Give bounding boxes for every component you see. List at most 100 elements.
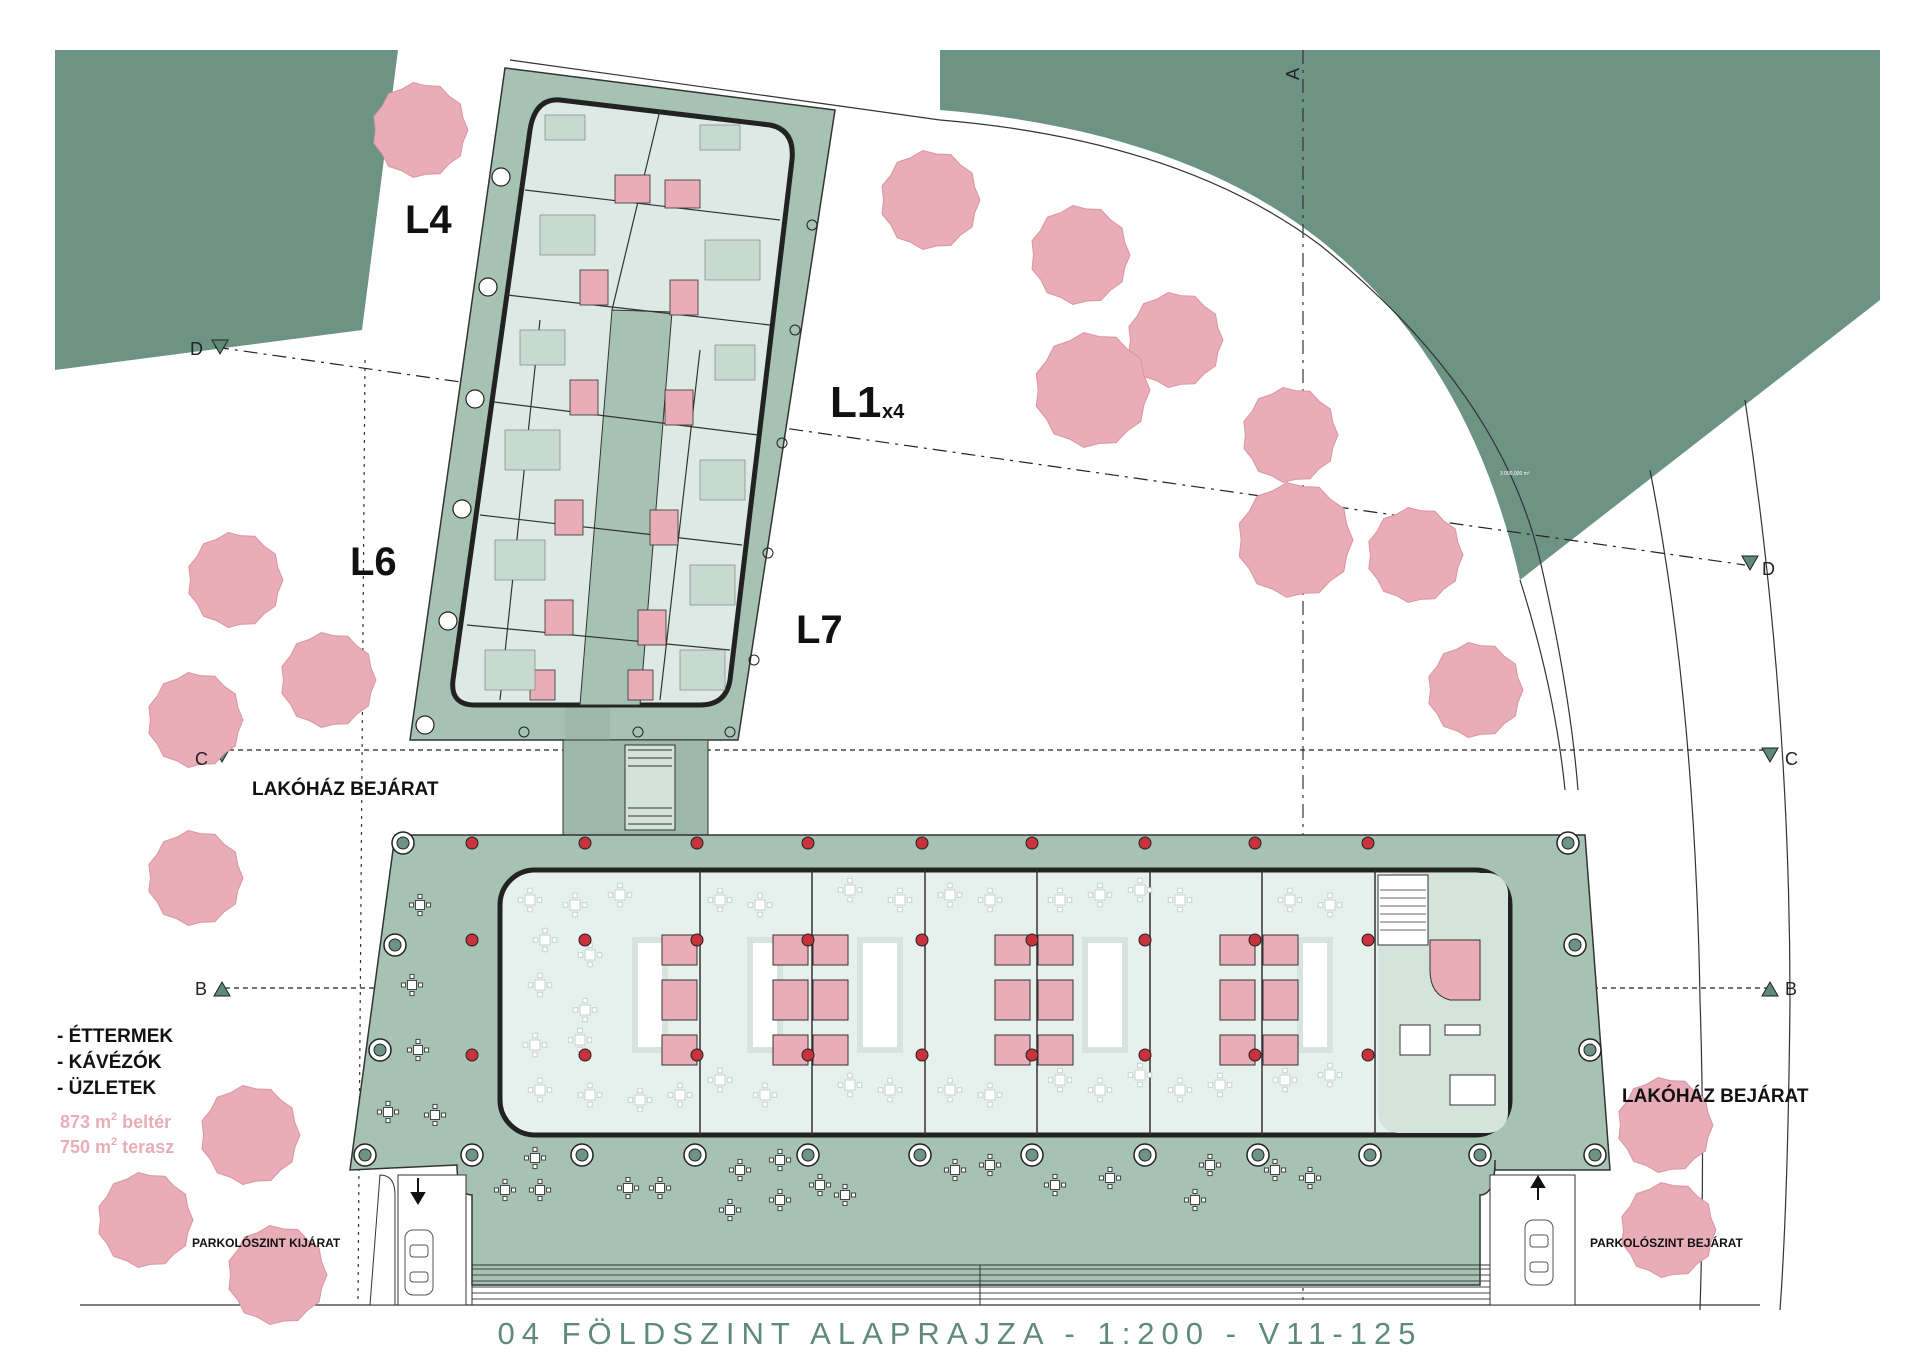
entrance-label-right: LAKÓHÁZ BEJÁRAT	[1622, 1085, 1809, 1107]
section-label-c-left: C	[195, 749, 208, 769]
column-icon	[1025, 836, 1039, 850]
column-icon	[1583, 1143, 1607, 1167]
table-set-icon	[406, 1038, 430, 1062]
table-set-icon	[493, 1178, 517, 1202]
table-set-icon	[667, 1082, 693, 1108]
column-icon	[690, 933, 704, 947]
table-set-icon	[1277, 887, 1303, 913]
table-set-icon	[707, 1067, 733, 1093]
unit-label-l1-multiplier: x4	[882, 401, 905, 423]
column-icon	[391, 831, 415, 855]
column-icon	[353, 831, 1607, 1167]
table-set-icon	[837, 877, 863, 903]
table-set-icon	[1263, 1158, 1287, 1182]
table-set-icon	[977, 887, 1003, 913]
table-set-icon	[747, 892, 773, 918]
column-icon	[796, 1143, 820, 1167]
column-icon	[915, 836, 929, 850]
tree-icon	[281, 631, 377, 729]
table-set-icon	[977, 1082, 1003, 1108]
tree-icon	[1238, 482, 1354, 598]
table-set-icon	[572, 997, 598, 1023]
table-set-icon	[978, 1153, 1002, 1177]
table-set-icon	[943, 1158, 967, 1182]
table-set-icon	[408, 893, 432, 917]
residential-building	[409, 67, 836, 836]
tree-icon	[1243, 386, 1339, 484]
table-set-icon	[562, 892, 588, 918]
table-set-icon	[376, 1100, 400, 1124]
table-set-icon	[1317, 1062, 1343, 1088]
area-note: 3 000,000 m²	[1500, 471, 1530, 477]
column-icon	[1138, 933, 1152, 947]
table-set-icon	[877, 1077, 903, 1103]
table-set-icon	[1198, 1153, 1222, 1177]
table-set-icon	[527, 972, 553, 998]
column-icon	[690, 836, 704, 850]
column-icon	[1358, 1143, 1382, 1167]
column-icon	[1468, 1143, 1492, 1167]
column-icon	[1138, 836, 1152, 850]
column-icon	[915, 1048, 929, 1062]
table-set-icon	[517, 887, 543, 913]
tree-icon	[148, 829, 244, 927]
column-icon	[383, 933, 407, 957]
table-set-icon	[937, 1077, 963, 1103]
table-set-icon	[627, 1087, 653, 1113]
column-icon	[1361, 1048, 1375, 1062]
tree-icon	[1621, 1181, 1717, 1279]
column-icon	[1025, 933, 1039, 947]
table-set-icon	[752, 1082, 778, 1108]
tree-icon	[148, 671, 244, 769]
table-set-icon	[1272, 1067, 1298, 1093]
column-icon	[1133, 1143, 1157, 1167]
column-icon	[1361, 933, 1375, 947]
unit-label-l1: L1	[830, 378, 881, 427]
table-set-icon	[1043, 1173, 1067, 1197]
table-set-icon	[1127, 1062, 1153, 1088]
table-set-icon	[833, 1183, 857, 1207]
tree-icon	[1031, 204, 1131, 306]
entrance-label-left: LAKÓHÁZ BEJÁRAT	[252, 778, 439, 800]
table-set-icon	[517, 877, 1343, 1113]
table-set-icon	[523, 1146, 547, 1170]
column-icon	[1556, 831, 1580, 855]
column-icon	[1578, 1038, 1602, 1062]
table-set-icon	[1167, 887, 1193, 913]
column-icon	[1246, 1143, 1270, 1167]
parking-entry-label: PARKOLÓSZINT BEJÁRAT	[1590, 1235, 1744, 1250]
column-icon	[1138, 1048, 1152, 1062]
table-set-icon	[1047, 1067, 1073, 1093]
table-set-icon	[1047, 887, 1073, 913]
table-set-icon	[728, 1158, 752, 1182]
tree-icon	[228, 1224, 328, 1326]
table-set-icon	[1098, 1166, 1122, 1190]
column-icon	[368, 1038, 392, 1062]
table-set-icon	[577, 1082, 603, 1108]
table-set-icon	[567, 1027, 593, 1053]
column-icon	[1248, 836, 1262, 850]
tree-icon	[1368, 506, 1464, 604]
column-icon	[690, 1048, 704, 1062]
column-icon	[801, 1048, 815, 1062]
table-set-icon	[400, 973, 424, 997]
terrace-area: 750 m2 terasz	[60, 1136, 174, 1157]
surrounding-green	[55, 50, 1880, 580]
table-set-icon	[1183, 1188, 1207, 1212]
column-icon	[465, 1048, 479, 1062]
column-icon	[801, 836, 815, 850]
table-set-icon	[1087, 882, 1113, 908]
table-set-icon	[768, 1188, 792, 1212]
commercial-building	[349, 831, 1611, 1306]
table-set-icon	[718, 1198, 742, 1222]
tree-icon	[201, 1084, 301, 1186]
column-icon	[465, 836, 1375, 1062]
unit-label-l6: L6	[350, 540, 397, 584]
table-set-icon	[527, 1077, 553, 1103]
car-icon	[404, 1219, 1554, 1296]
column-icon	[1025, 1048, 1039, 1062]
table-set-icon	[423, 1103, 447, 1127]
tree-icon	[373, 81, 469, 179]
section-label-b-left: B	[195, 979, 207, 999]
column-icon	[578, 1048, 592, 1062]
